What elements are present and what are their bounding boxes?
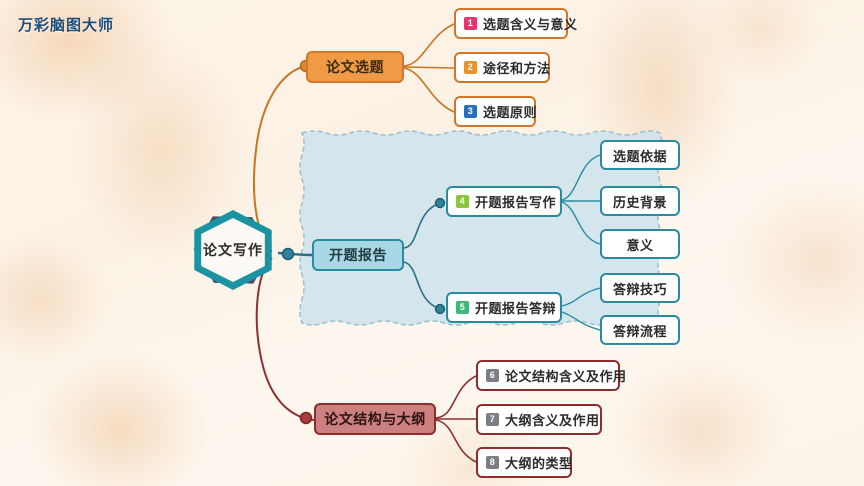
central-node-label: 论文写作 [203,242,263,258]
leaf-node-defense-skill[interactable]: 答辩技巧 [600,273,680,303]
child-node-structure-3-label: 大纲的类型 [505,456,573,471]
connector-defense-leaves [561,287,601,331]
branch-node-proposal[interactable]: 开题报告 [312,239,404,271]
leaf-node-defense-skill-label: 答辩技巧 [612,281,667,297]
connector-dot-structure [299,411,313,425]
leaf-node-significance-label: 意义 [626,237,654,253]
app-watermark-title: 万彩脑图大师 [18,17,115,34]
child-node-structure-1-label: 论文结构含义及作用 [505,369,627,384]
leaf-node-history[interactable]: 历史背景 [600,186,680,216]
central-node[interactable]: 论文写作 [185,208,281,292]
connector-structure-children [435,375,477,463]
connector-center-to-proposal [277,251,313,257]
child-node-proposal-defense-label: 开题报告答辩 [475,301,557,316]
connector-writing-leaves [561,154,601,245]
child-node-topic-3-label: 选题原则 [483,105,538,120]
branch-node-structure-label: 论文结构与大纲 [324,411,426,427]
leaf-node-history-label: 历史背景 [612,194,667,210]
leaf-node-basis-label: 选题依据 [612,148,667,164]
leaf-node-defense-process[interactable]: 答辩流程 [600,315,680,345]
branch-node-topic-label: 论文选题 [326,59,384,75]
child-node-topic-3[interactable]: 3 选题原则 [454,96,538,127]
child-node-structure-1[interactable]: 6 论文结构含义及作用 [476,360,626,391]
connector-proposal-children [403,202,441,310]
child-node-topic-1[interactable]: 1 选题含义与意义 [454,8,577,39]
connector-dot-proposal-child-5 [434,303,446,315]
badge-4: 4 [456,195,469,208]
leaf-node-significance[interactable]: 意义 [600,229,680,259]
child-node-proposal-defense[interactable]: 5 开题报告答辩 [446,292,562,323]
child-node-topic-1-label: 选题含义与意义 [483,17,578,32]
child-node-structure-2-label: 大纲含义及作用 [505,413,600,428]
child-node-proposal-writing-label: 开题报告写作 [475,195,557,210]
child-node-topic-2-label: 途径和方法 [483,61,551,76]
connector-dot-proposal [281,247,295,261]
badge-5: 5 [456,301,469,314]
connector-dot-proposal-child-4 [434,197,446,209]
badge-8: 8 [486,456,499,469]
badge-3: 3 [464,105,477,118]
branch-node-structure[interactable]: 论文结构与大纲 [314,403,436,435]
badge-7: 7 [486,413,499,426]
leaf-node-defense-process-label: 答辩流程 [612,323,667,339]
leaf-node-basis[interactable]: 选题依据 [600,140,680,170]
badge-2: 2 [464,61,477,74]
connector-topic-children [403,23,455,113]
badge-1: 1 [464,17,477,30]
branch-node-proposal-label: 开题报告 [329,247,387,263]
child-node-structure-3[interactable]: 8 大纲的类型 [476,447,572,478]
child-node-topic-2[interactable]: 2 途径和方法 [454,52,550,83]
badge-6: 6 [486,369,499,382]
child-node-proposal-writing[interactable]: 4 开题报告写作 [446,186,562,217]
child-node-structure-2[interactable]: 7 大纲含义及作用 [476,404,602,435]
branch-node-topic[interactable]: 论文选题 [306,51,404,83]
